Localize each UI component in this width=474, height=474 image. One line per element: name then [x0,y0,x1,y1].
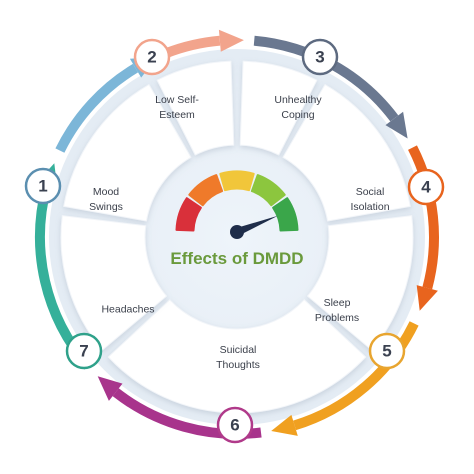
segment-label-sleep-problems: Sleep Problems [314,296,360,324]
segment-label-low-self-esteem: Low Self- Esteem [155,93,199,121]
gauge-segment-2 [188,174,224,207]
gauge-segment-4 [250,174,286,207]
arrow-ring [35,29,439,439]
segment-label-mood-swings: Mood Swings [89,185,123,213]
gauge-segment-1 [175,197,202,232]
segments [24,38,445,444]
ring-arc-mood-to-esteem [55,63,139,153]
step-badge-7: 7 [68,335,100,367]
step-badge-4: 4 [410,171,442,203]
segment-headaches [60,215,167,351]
segment-label-suicidal-thoughts: Suicidal Thoughts [216,343,260,371]
segment-label-headaches: Headaches [101,303,155,316]
diagram-title: Effects of DMDD [170,249,304,268]
ring-arc-isolation-to-sleep [408,145,439,290]
ring-arrowhead-esteem-to-coping [218,29,244,52]
gauge-segment-3 [219,170,255,192]
step-badge-3: 3 [304,41,336,73]
gauge-segment-5 [272,197,299,232]
ring-arrowhead-suicidal-to-headaches [97,376,123,401]
ring-arrowhead-isolation-to-sleep [416,285,438,311]
step-badge-6: 6 [219,409,251,441]
gauge-needle [235,215,278,236]
step-badge-2: 2 [136,41,168,73]
ring-arrowhead-sleep-to-suicidal [271,414,298,436]
ring-arrowhead-coping-to-isolation [385,111,408,139]
mood-gauge [175,170,299,239]
step-badge-5: 5 [371,335,403,367]
gauge-pivot [230,225,244,239]
segment-sleep-problems [307,215,414,351]
segment-label-social-isolation: Social Isolation [350,185,390,213]
ring-arc-esteem-to-coping [164,35,221,58]
segment-label-unhealthy-coping: Unhealthy Coping [274,93,322,121]
step-badge-1: 1 [27,170,59,202]
